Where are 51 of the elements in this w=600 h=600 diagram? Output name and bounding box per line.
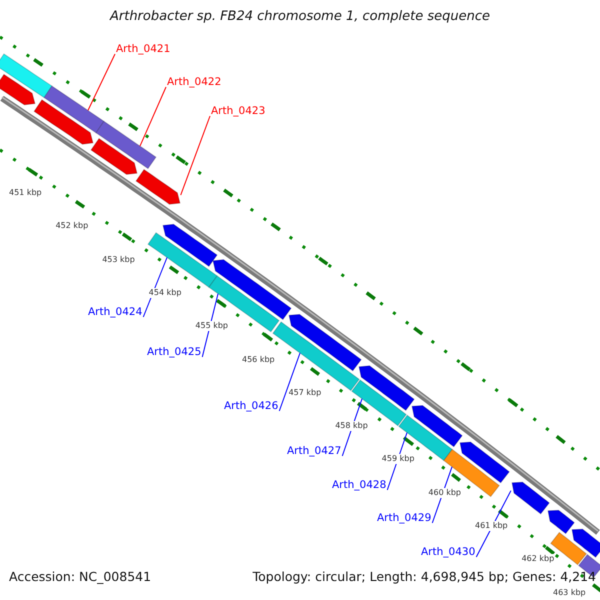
gene-bar	[147, 232, 218, 288]
gene-block	[135, 168, 181, 205]
gene-bar	[0, 53, 53, 98]
gene-block	[212, 259, 292, 320]
gene-label: Arth_0427	[287, 445, 342, 458]
gene-label: Arth_0423	[211, 105, 266, 118]
leader-line	[202, 293, 218, 358]
scale-label: 453 kbp	[102, 254, 135, 265]
accession-text: Accession: NC_008541	[9, 569, 152, 584]
gene-bar	[398, 414, 453, 462]
gene-bar	[208, 275, 280, 332]
scale-label: 452 kbp	[56, 221, 88, 232]
gene-label: Arth_0425	[147, 346, 202, 359]
title: Arthrobacter sp. FB24 chromosome 1, complete sequence	[108, 9, 492, 24]
leader-line	[180, 116, 210, 196]
gene-bar	[443, 448, 500, 498]
gene-block	[511, 482, 550, 515]
gene-label: Arth_0429	[377, 512, 432, 525]
genome-summary-text: Topology: circular; Length: 4,698,945 bp; Genes: 4,214	[252, 569, 596, 584]
scale-label: 456 kbp	[242, 354, 275, 364]
scale-label: 462 kbp	[522, 554, 554, 564]
gene-block	[571, 528, 600, 558]
gene-block	[547, 510, 575, 534]
scale-label: 458 kbp	[335, 421, 368, 432]
scale-label: 461 kbp	[475, 521, 508, 531]
leader-line	[278, 352, 300, 412]
leader-line	[88, 54, 116, 111]
leader-line	[140, 86, 166, 147]
gene-block	[459, 441, 510, 484]
gene-block	[0, 74, 36, 106]
scale-label: 451 kbp	[9, 188, 42, 198]
scale-label: 463 kbp	[553, 588, 586, 598]
gene-block	[411, 404, 463, 448]
scale-label: 455 kbp	[195, 321, 228, 332]
gene-label: Arth_0430	[421, 546, 476, 559]
gene-label: Arth_0426	[224, 400, 278, 413]
gene-label: Arth_0422	[167, 76, 222, 89]
gene-label: Arth_0424	[88, 306, 142, 319]
gene-block	[358, 365, 415, 412]
gene-block	[33, 99, 94, 145]
gene-block	[288, 314, 362, 372]
gene-bar	[95, 120, 157, 170]
scale-label: 457 kbp	[288, 388, 322, 398]
gene-label: Arth_0428	[332, 479, 386, 492]
gene-label: Arth_0421	[116, 43, 170, 56]
gene-block	[162, 224, 218, 268]
scale-label: 460 kbp	[428, 488, 461, 498]
gene-block	[90, 138, 138, 175]
scale-label: 454 kbp	[148, 288, 182, 298]
scale-label: 459 kbp	[382, 454, 414, 464]
gene-bar	[43, 85, 105, 134]
